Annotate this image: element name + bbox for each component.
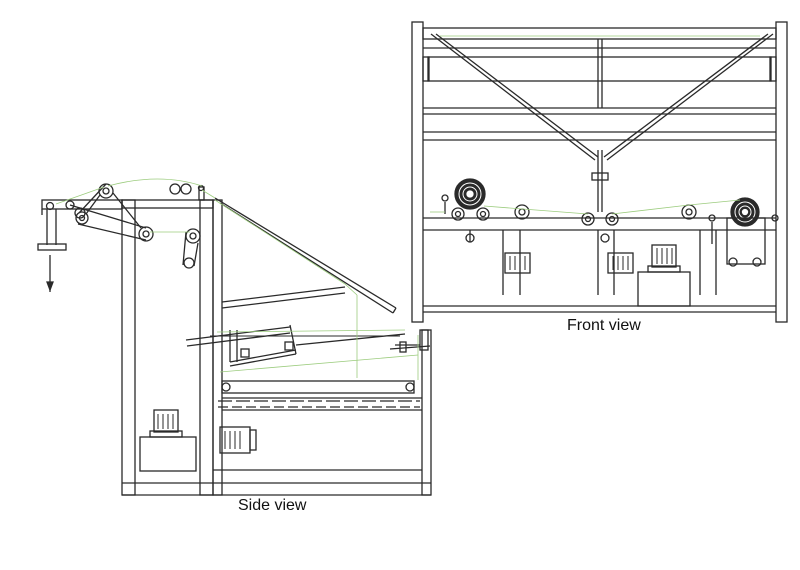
side-motor-right [219,426,257,454]
front-middle-beam [423,217,776,295]
front-view-label: Front view [567,317,641,334]
front-guide-lines [430,35,760,215]
side-motor-left [139,409,197,472]
front-v-brace [430,33,774,212]
side-left-frame [121,199,214,496]
side-tensioner [182,228,201,269]
front-motor-middle [607,252,634,274]
side-inclined-board [214,197,397,314]
front-middle-rollers [514,204,697,243]
side-top-arm [41,199,123,215]
side-right-frame [212,199,432,496]
front-cloth-roll-left [441,178,490,243]
side-table [218,380,422,411]
front-motor-left [504,252,531,274]
side-view-label: Side view [238,497,307,514]
side-view-drawing [37,178,432,496]
front-top-rollers [422,27,777,141]
hanger-assembly [37,200,86,292]
front-posts [411,21,788,323]
front-view-drawing [411,21,788,323]
front-motor-box [637,244,691,307]
front-cloth-roll-right [708,197,779,267]
side-adjust-rail [185,324,431,367]
side-upper-rollers [69,183,205,242]
side-guide-lines [55,178,419,380]
